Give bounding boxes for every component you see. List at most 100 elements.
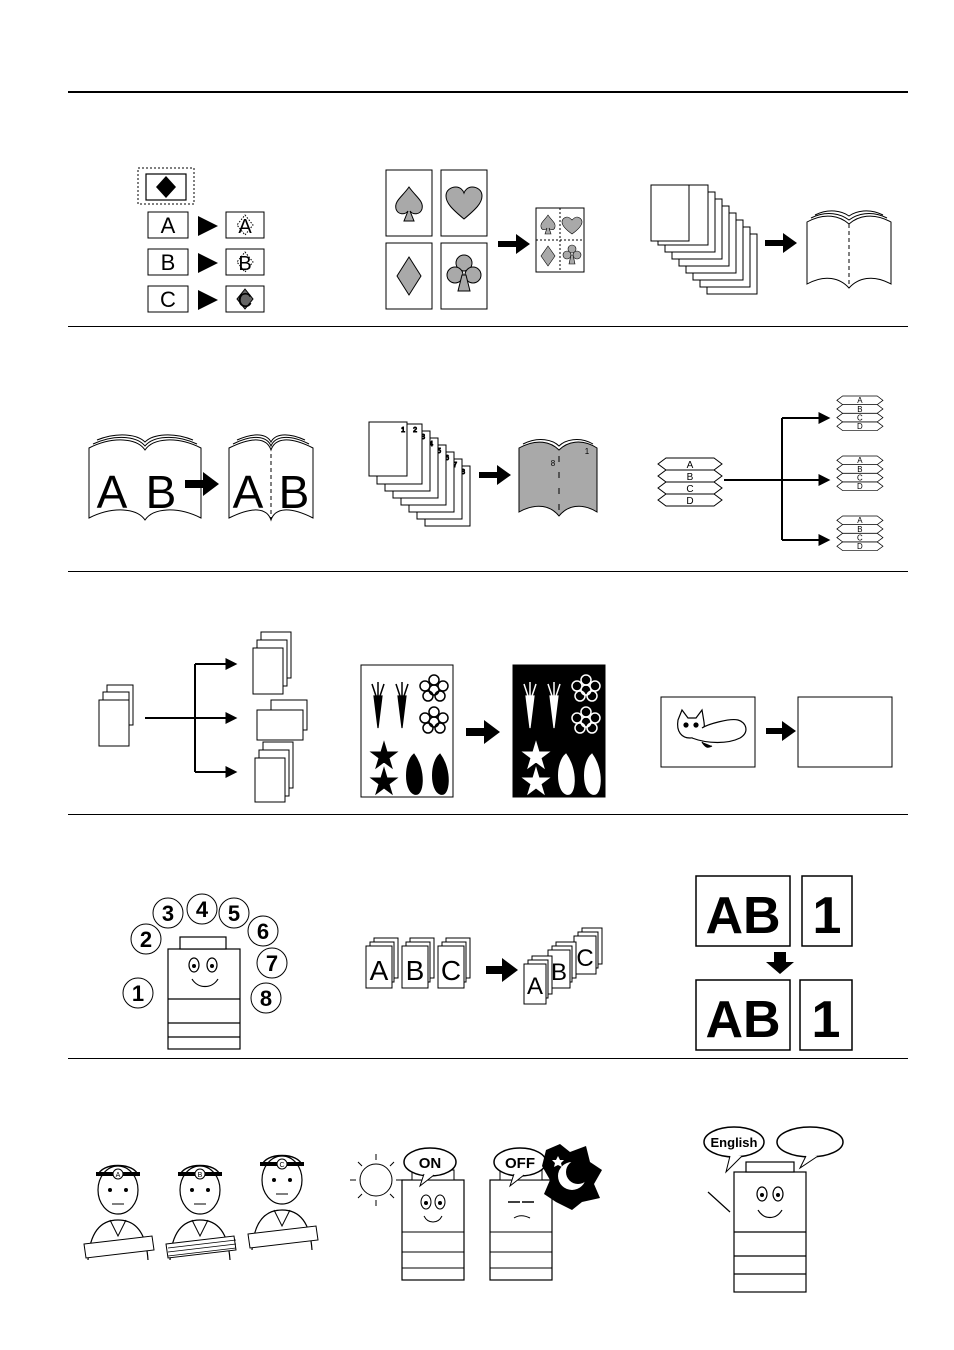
stack-letter: D xyxy=(686,496,693,507)
section-divider-3 xyxy=(68,814,908,815)
section-divider-1 xyxy=(68,326,908,327)
sort-copies-illustration: A B C D A B C D A B C D A B C D xyxy=(657,395,884,551)
step-bubble: 2 xyxy=(130,923,162,955)
repeat-number: 1 xyxy=(812,991,841,1049)
off-bubble: OFF xyxy=(493,1147,547,1188)
users-illustration: A B C xyxy=(82,1153,320,1262)
page-number: 7 xyxy=(453,462,457,469)
step-bubble: 6 xyxy=(247,915,279,947)
overlay-illustration: A A B B C C xyxy=(137,167,265,313)
timer-illustration: ON OFF xyxy=(350,1144,602,1281)
book-letter-left: A xyxy=(233,466,264,518)
step-bubble: 7 xyxy=(256,947,288,979)
overlay-result-letter: B xyxy=(238,253,251,275)
cat-icon xyxy=(677,708,747,748)
step-number: 4 xyxy=(196,897,209,922)
user-badge: A xyxy=(116,1172,121,1179)
section-divider-2 xyxy=(68,571,908,572)
step-number: 2 xyxy=(140,927,152,952)
stack-letter: A xyxy=(857,516,863,525)
stack-letter: D xyxy=(857,422,863,431)
repeat-illustration: AB 1 AB 1 xyxy=(695,875,853,1051)
empty-bubble xyxy=(776,1126,844,1170)
on-label: ON xyxy=(419,1155,442,1172)
user-figure: A xyxy=(82,1163,156,1262)
user-figure: C xyxy=(246,1153,320,1252)
repeat-text: AB xyxy=(705,887,780,945)
page-number: 5 xyxy=(437,448,441,455)
sun-icon xyxy=(350,1154,402,1206)
batch-letter: C xyxy=(441,955,461,986)
user-figure: B xyxy=(164,1163,238,1262)
page-number: 3 xyxy=(421,434,425,441)
page-number: 4 xyxy=(429,441,433,448)
page-number: 6 xyxy=(445,455,449,462)
batch-letter: A xyxy=(527,973,543,1000)
step-number: 3 xyxy=(162,901,174,926)
book-letter-left: A xyxy=(97,466,128,518)
page-number: 8 xyxy=(461,469,465,476)
stack-letter: D xyxy=(857,482,863,491)
step-number: 6 xyxy=(257,919,269,944)
step-number: 7 xyxy=(266,951,278,976)
club-icon xyxy=(446,254,482,292)
spread-page-left: 8 xyxy=(551,459,556,468)
book-letter-right: B xyxy=(146,466,177,518)
step-bubble: 3 xyxy=(152,897,184,929)
stack-letter: B xyxy=(857,525,862,534)
step-bubble: 8 xyxy=(250,982,282,1014)
batch-letter: C xyxy=(576,945,593,972)
section-divider-4 xyxy=(68,1058,908,1059)
step-bubble: 5 xyxy=(218,897,250,929)
batch-letter: A xyxy=(370,955,389,986)
diamond-icon xyxy=(396,256,422,296)
stack-letter: D xyxy=(857,542,863,551)
book-split-illustration: A B A B xyxy=(88,434,314,522)
heart-icon xyxy=(445,186,483,220)
stack-letter: C xyxy=(857,473,863,482)
invert-illustration xyxy=(360,664,606,798)
step-bubble: 4 xyxy=(186,893,218,925)
batch-illustration: A B C C B A xyxy=(365,927,603,1005)
combine-illustration xyxy=(385,169,585,310)
stack-letter: A xyxy=(857,456,863,465)
step-number: 5 xyxy=(228,901,240,926)
overlay-letter: C xyxy=(160,287,176,312)
repeat-number: 1 xyxy=(813,887,842,945)
diamond-icon xyxy=(156,176,176,198)
top-rule xyxy=(68,91,908,93)
step-bubble: 1 xyxy=(122,977,154,1009)
stack-letter: C xyxy=(686,484,693,495)
step-number: 8 xyxy=(260,986,272,1011)
mirror-illustration xyxy=(660,696,893,768)
english-bubble: English xyxy=(703,1126,765,1174)
page-booklet-illustration: 8 7 6 5 4 3 2 1 8 1 xyxy=(368,421,598,527)
page-number: 2 xyxy=(413,427,417,434)
step-number: 1 xyxy=(132,981,144,1006)
overlay-result-letter: C xyxy=(238,290,252,312)
on-bubble: ON xyxy=(403,1147,457,1188)
spade-icon xyxy=(395,186,423,222)
stack-letter: B xyxy=(857,465,862,474)
book-letter-right: B xyxy=(279,466,310,518)
stack-letter: C xyxy=(857,533,863,542)
user-badge: C xyxy=(279,1162,284,1169)
stack-letter: B xyxy=(687,472,694,483)
language-label: English xyxy=(711,1135,758,1150)
numbered-steps-illustration: 1 2 3 4 5 6 7 8 xyxy=(122,893,288,1050)
stack-letter: A xyxy=(687,460,694,471)
stack-letter: A xyxy=(857,396,863,405)
batch-letter: B xyxy=(551,959,567,986)
user-badge: B xyxy=(198,1172,203,1179)
distribute-illustration xyxy=(98,631,308,803)
language-illustration: English xyxy=(703,1126,844,1293)
moon-icon xyxy=(542,1144,602,1210)
page-number: 1 xyxy=(401,427,405,434)
overlay-letter: B xyxy=(161,250,176,275)
batch-letter: B xyxy=(406,955,425,986)
stack-letter: B xyxy=(857,405,862,414)
off-label: OFF xyxy=(505,1155,535,1172)
spread-page-right: 1 xyxy=(585,447,590,456)
booklet-illustration xyxy=(650,184,892,295)
stack-letter: C xyxy=(857,413,863,422)
